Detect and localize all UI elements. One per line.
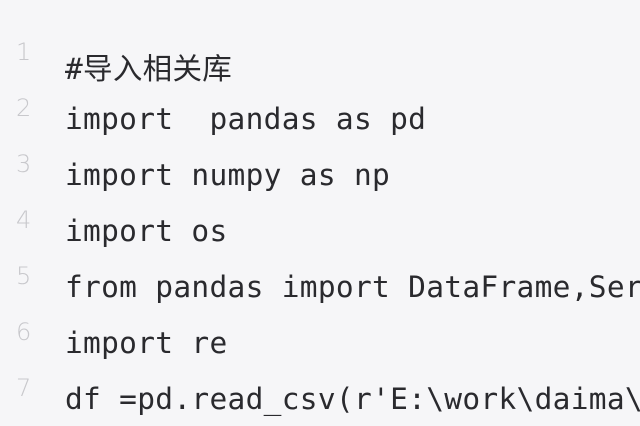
code-line: 1 #导入相关库	[0, 38, 640, 94]
code-line: 4 import os	[0, 206, 640, 262]
code-line: 5 from pandas import DataFrame,Series	[0, 262, 640, 318]
line-number: 4	[16, 206, 32, 234]
line-number: 6	[16, 318, 32, 346]
code-line: 2 import pandas as pd	[0, 94, 640, 150]
code-text[interactable]: import pandas as pd	[65, 102, 427, 136]
line-number: 3	[16, 150, 32, 178]
line-number: 7	[16, 374, 32, 402]
code-text[interactable]: import re	[65, 326, 228, 360]
code-line: 3 import numpy as np	[0, 150, 640, 206]
line-number: 1	[16, 38, 32, 66]
line-number: 2	[16, 94, 32, 122]
code-text[interactable]: #导入相关库	[65, 52, 233, 86]
code-line: 7 df =pd.read_csv(r'E:\work\daima\	[0, 374, 640, 426]
code-text[interactable]: import os	[65, 214, 228, 248]
code-text[interactable]: import numpy as np	[65, 158, 391, 192]
code-text[interactable]: from pandas import DataFrame,Series	[65, 270, 640, 304]
code-line: 6 import re	[0, 318, 640, 374]
line-number: 5	[16, 262, 32, 290]
code-text[interactable]: df =pd.read_csv(r'E:\work\daima\	[65, 382, 640, 416]
